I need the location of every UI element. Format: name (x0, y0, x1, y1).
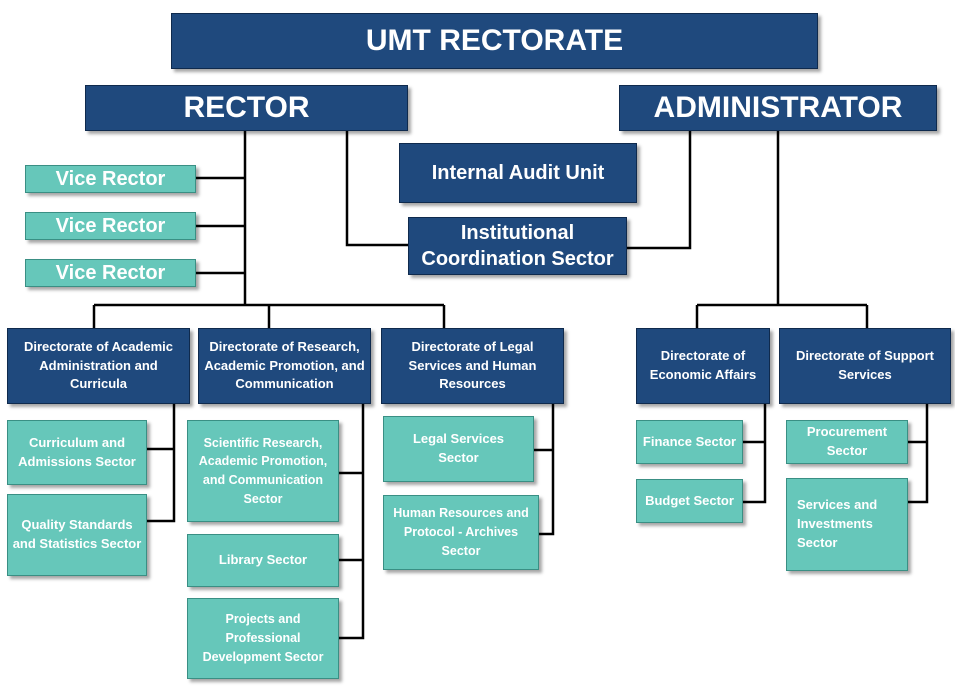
sector-scientific-research: Scientific Research, Academic Promotion,… (187, 420, 339, 522)
sector-projects-development: Projects and Professional Development Se… (187, 598, 339, 679)
sector-human-resources: Human Resources and Protocol - Archives … (383, 495, 539, 570)
rectorate-title: UMT RECTORATE (171, 13, 818, 69)
sector-budget: Budget Sector (636, 479, 743, 523)
sector-finance: Finance Sector (636, 420, 743, 464)
vice-rector-2: Vice Rector (25, 212, 196, 240)
sector-quality-standards: Quality Standards and Statistics Sector (7, 494, 147, 576)
rector-box: RECTOR (85, 85, 408, 131)
sector-procurement: Procurement Sector (786, 420, 908, 464)
sector-library: Library Sector (187, 534, 339, 587)
administrator-box: ADMINISTRATOR (619, 85, 937, 131)
directorate-research: Directorate of Research, Academic Promot… (198, 328, 371, 404)
directorate-support: Directorate of Support Services (779, 328, 951, 404)
internal-audit-unit: Internal Audit Unit (399, 143, 637, 203)
directorate-economic: Directorate of Economic Affairs (636, 328, 770, 404)
vice-rector-1: Vice Rector (25, 165, 196, 193)
sector-services-investments: Services and Investments Sector (786, 478, 908, 571)
sector-legal-services: Legal Services Sector (383, 416, 534, 482)
vice-rector-3: Vice Rector (25, 259, 196, 287)
directorate-academic: Directorate of Academic Administration a… (7, 328, 190, 404)
sector-curriculum-admissions: Curriculum and Admissions Sector (7, 420, 147, 485)
institutional-coordination-sector: Institutional Coordination Sector (408, 217, 627, 275)
directorate-legal: Directorate of Legal Services and Human … (381, 328, 564, 404)
